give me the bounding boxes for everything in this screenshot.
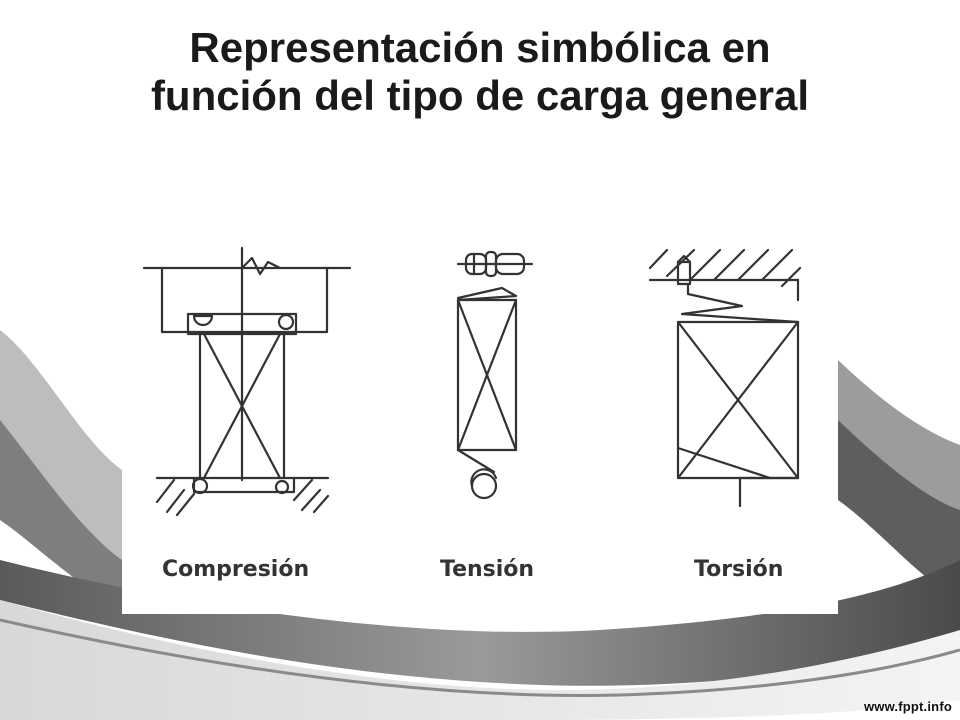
title-line-1: Representación simbólica en bbox=[189, 24, 771, 71]
footer-site-url: www.fppt.info bbox=[863, 699, 952, 714]
tension-symbol bbox=[456, 250, 534, 500]
title-line-2: función del tipo de carga general bbox=[150, 72, 810, 119]
torsion-symbol bbox=[648, 248, 802, 508]
page-title: Representación simbólica en función del … bbox=[0, 24, 960, 120]
label-tension: Tensión bbox=[440, 557, 534, 582]
compression-symbol bbox=[142, 246, 352, 517]
label-compresion: Compresión bbox=[162, 557, 309, 582]
label-torsion: Torsión bbox=[694, 557, 783, 582]
spring-symbols-diagram: Compresión Tensión Torsión bbox=[122, 210, 838, 614]
